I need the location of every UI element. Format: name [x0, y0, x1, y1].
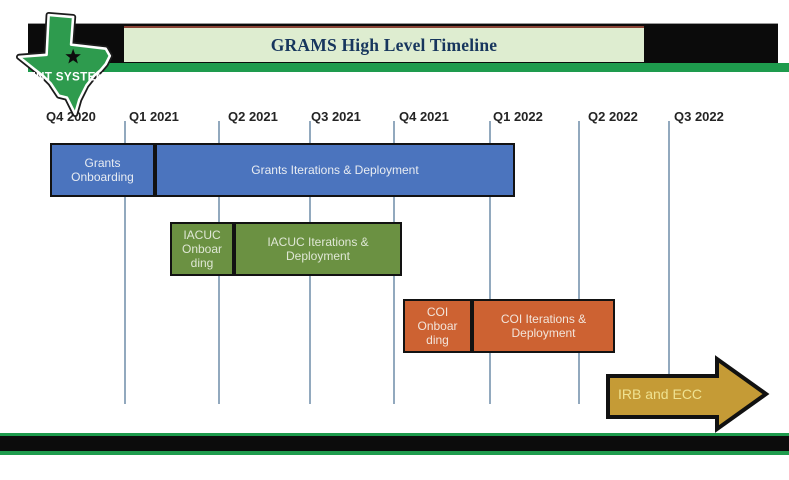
bar-label-line: Grants: [84, 155, 121, 170]
bar-label-line: ding: [426, 333, 449, 348]
quarter-label-q4-2021: Q4 2021: [399, 109, 449, 124]
bar-label-line: Deployment: [511, 326, 576, 340]
quarter-label-q1-2022: Q1 2022: [493, 109, 543, 124]
bar-label-line: COI Iterations &: [500, 311, 587, 326]
bar-label-line: ding: [190, 256, 214, 271]
bar-grants-iterations-deployment: Grants Iterations & Deployment: [155, 143, 515, 197]
gridline: [489, 121, 491, 404]
quarter-label-q1-2021: Q1 2021: [129, 109, 179, 124]
irb-ecc-arrow: IRB and ECC: [606, 355, 770, 433]
bar-coi-iterations-deployment: COI Iterations & Deployment: [472, 299, 615, 353]
gridline: [578, 121, 580, 404]
footer-band: [0, 433, 789, 455]
bar-iacuc-onboarding: IACUC Onboar ding: [170, 222, 234, 276]
logo-text: UNT SYSTEM: [27, 70, 106, 83]
bar-label-line: IACUC: [183, 227, 221, 242]
bar-label-line: IACUC Iterations &: [267, 234, 369, 249]
unt-system-logo: UNT SYSTEM: [16, 11, 113, 118]
header-green-stripe: [28, 63, 789, 72]
arrow-label: IRB and ECC: [618, 386, 702, 402]
quarter-label-q3-2022: Q3 2022: [674, 109, 724, 124]
bar-label-line: Onboar: [417, 318, 458, 333]
bar-label-line: Onboar: [181, 241, 223, 256]
slide-title: GRAMS High Level Timeline: [270, 34, 498, 55]
gridline: [124, 121, 126, 404]
bar-label-line: Grants Iterations & Deployment: [251, 162, 419, 177]
title-bar: GRAMS High Level Timeline: [124, 26, 644, 62]
bar-coi-onboarding: COI Onboar ding: [403, 299, 472, 353]
bar-label-line: Onboarding: [71, 170, 134, 184]
bar-label-line: COI: [426, 304, 449, 319]
quarter-label-q4-2020: Q4 2020: [46, 109, 96, 124]
quarter-label-q3-2021: Q3 2021: [311, 109, 361, 124]
bar-iacuc-iterations-deployment: IACUC Iterations & Deployment: [234, 222, 402, 276]
texas-icon: [16, 11, 113, 118]
gridline: [668, 121, 670, 404]
bar-label-line: Deployment: [285, 249, 351, 263]
bar-grants-onboarding: Grants Onboarding: [50, 143, 155, 197]
right-arrow-icon: [606, 355, 770, 433]
quarter-label-q2-2021: Q2 2021: [228, 109, 278, 124]
quarter-label-q2-2022: Q2 2022: [588, 109, 638, 124]
star-icon: [65, 48, 81, 64]
